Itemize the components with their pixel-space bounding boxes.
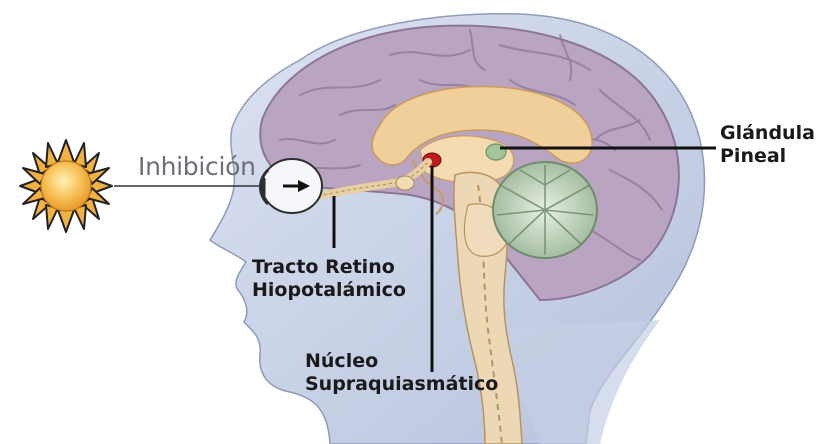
cerebellum [493, 162, 597, 258]
nucleus-label: Núcleo Supraquiasmático [305, 350, 498, 396]
pineal-label-line-2: Pineal [720, 145, 815, 168]
tract-label: Tracto Retino Hiopotalámico [252, 256, 406, 302]
optic-chiasm [396, 176, 414, 190]
pineal-gland-label: Glándula Pineal [720, 122, 815, 168]
inhibition-label: Inhibición [138, 152, 256, 183]
nucleus-label-line-2: Supraquiasmático [305, 373, 498, 396]
nucleus-label-line-1: Núcleo [305, 350, 498, 373]
pineal-label-line-1: Glándula [720, 122, 815, 145]
tract-label-line-2: Hiopotalámico [252, 279, 406, 302]
sun-icon [20, 140, 112, 232]
tract-label-line-1: Tracto Retino [252, 256, 406, 279]
pineal-gland [486, 144, 506, 160]
